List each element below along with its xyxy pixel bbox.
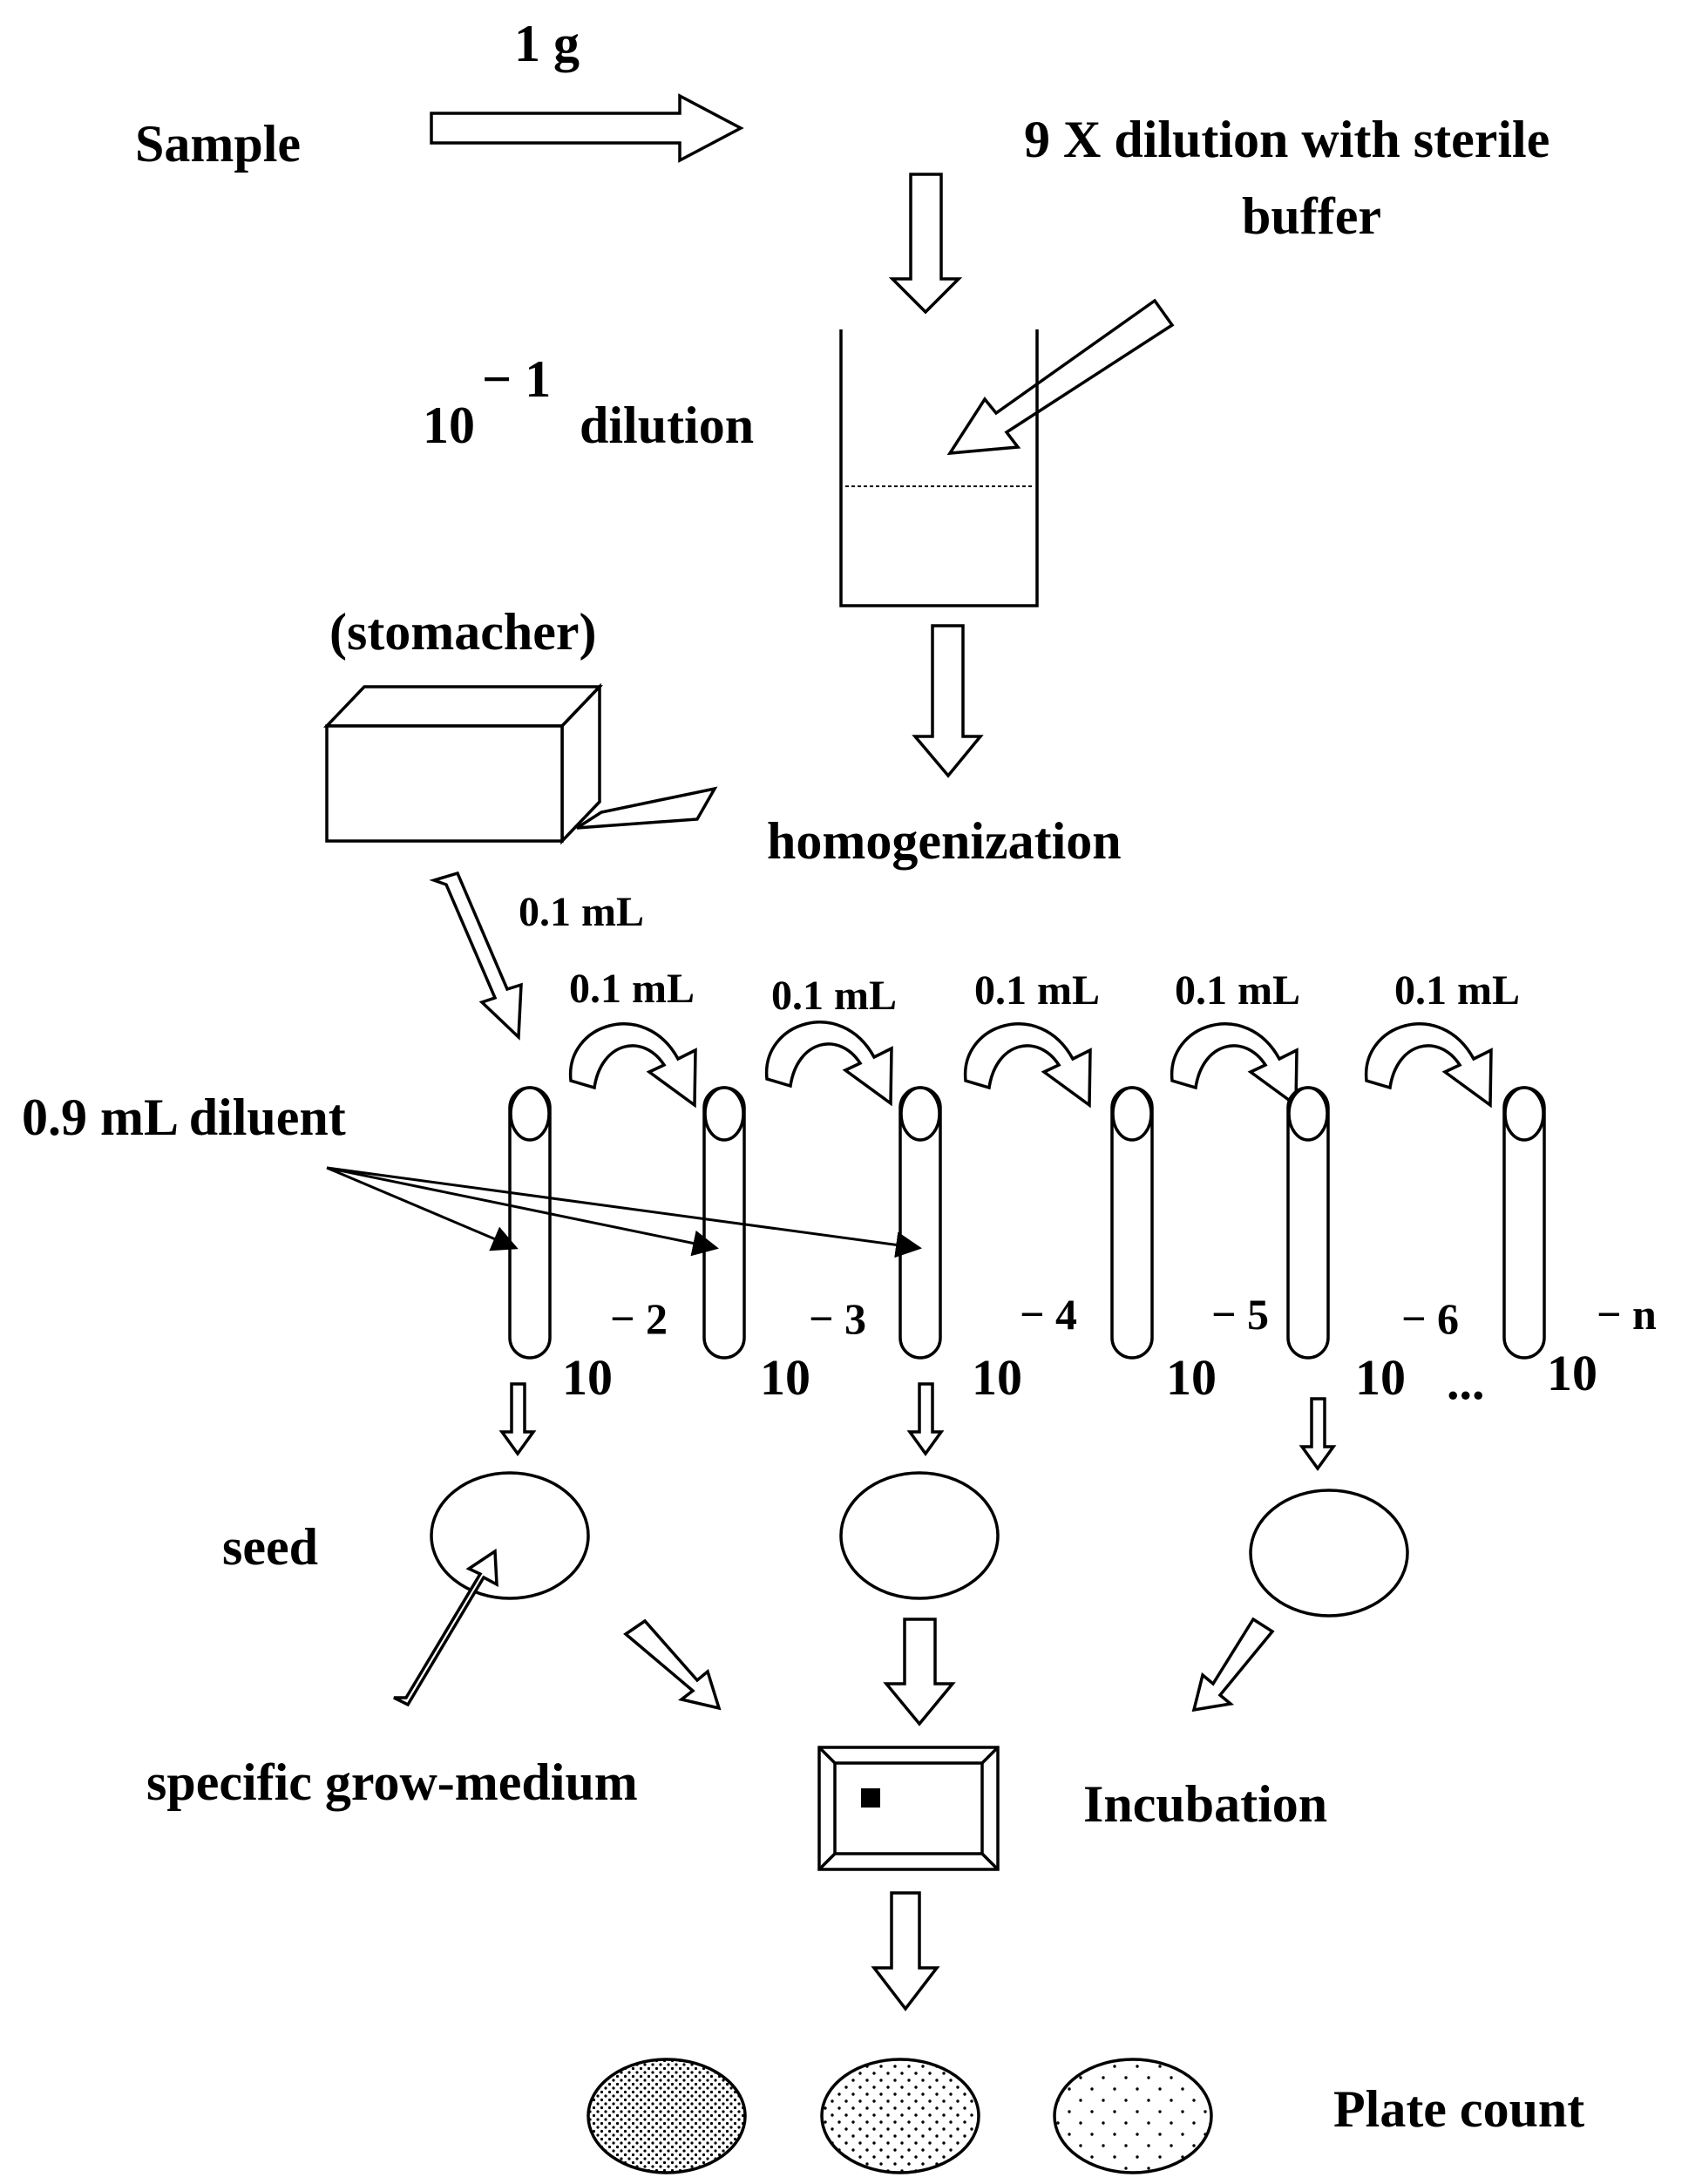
- medium-arrow: [393, 1548, 498, 1707]
- count-arrow: [871, 1891, 940, 2011]
- diluent-pointer-arrows: [326, 1166, 922, 1258]
- homogenization-down-arrow: [912, 624, 984, 778]
- diluent-label: 0.9 mL diluent: [22, 1089, 346, 1146]
- first-dilution-beaker: [839, 329, 1039, 607]
- transfer-label-4: 0.1 mL: [1175, 967, 1300, 1014]
- seed-label: seed: [222, 1518, 318, 1576]
- test-tube-1: [508, 1086, 552, 1360]
- dilution-label-2: 10 − 2: [562, 1294, 668, 1406]
- dilution-label-6-exponent: − 6: [1401, 1294, 1459, 1343]
- count-plate-sparse: [1053, 2058, 1213, 2174]
- transfer-label-1: 0.1 mL: [569, 966, 695, 1012]
- dilution-label-6-base: 10: [1355, 1349, 1406, 1406]
- dilution-label-2-exponent: − 2: [610, 1294, 668, 1343]
- test-tube-3: [898, 1086, 942, 1360]
- transfer-arrow-5: [1365, 1022, 1493, 1109]
- dilution-label-5: 10 − 5: [1166, 1290, 1269, 1406]
- dilution-label-n-base: 10: [1547, 1345, 1597, 1401]
- buffer-diagonal-arrow: [946, 298, 1175, 456]
- seed-arrow-3: [1299, 1397, 1337, 1471]
- initial-transfer-label: 0.1 mL: [519, 889, 644, 935]
- first-dilution-base: 10: [423, 397, 475, 454]
- plate-count-label: Plate count: [1333, 2080, 1584, 2138]
- incubation-label: Incubation: [1083, 1775, 1327, 1833]
- sample-label: Sample: [135, 115, 301, 173]
- incubation-arrow-center: [883, 1618, 956, 1726]
- seed-plate-2: [839, 1471, 1000, 1600]
- transfer-label-5: 0.1 mL: [1394, 967, 1520, 1014]
- specific-medium-label: specific grow-medium: [146, 1753, 638, 1811]
- dilution-label-5-exponent: − 5: [1211, 1290, 1269, 1339]
- transfer-arrow-4: [1170, 1022, 1299, 1109]
- sample-arrow: [430, 93, 744, 163]
- dilution-label-4-exponent: − 4: [1020, 1290, 1077, 1339]
- test-tube-5: [1286, 1086, 1330, 1360]
- dilution-label-4: 10 − 4: [972, 1290, 1077, 1406]
- transfer-arrow-3: [964, 1022, 1092, 1109]
- count-plate-dense: [587, 2058, 747, 2174]
- homogenization-label: homogenization: [767, 812, 1122, 870]
- stomacher-to-tube-arrow: [429, 871, 523, 1041]
- buffer-label: buffer: [1242, 187, 1381, 245]
- stomacher-label: (stomacher): [329, 603, 597, 661]
- seed-plate-1: [430, 1471, 590, 1600]
- dilution-label-n-exponent: − n: [1597, 1290, 1657, 1339]
- dilution-label-2-base: 10: [562, 1349, 613, 1406]
- dilution-ellipsis: ...: [1447, 1353, 1485, 1410]
- dilution-label-3-exponent: − 3: [809, 1294, 866, 1343]
- first-dilution-word: dilution: [580, 397, 754, 454]
- test-tube-4: [1110, 1086, 1154, 1360]
- stomacher-box: [322, 682, 718, 845]
- transfer-arrow-1: [569, 1022, 697, 1109]
- incubation-plate: [817, 1746, 1000, 1871]
- incubation-arrow-left: [623, 1618, 722, 1711]
- seed-arrow-2: [906, 1382, 945, 1456]
- sample-mass-label: 1 g: [514, 15, 580, 72]
- transfer-arrow-2: [765, 1021, 893, 1107]
- first-dilution-exponent: − 1: [482, 350, 551, 408]
- dilution-label-3: 10 − 3: [760, 1294, 866, 1406]
- count-plate-medium: [820, 2058, 980, 2174]
- seed-arrow-1: [498, 1382, 537, 1456]
- dilution-label-4-base: 10: [972, 1349, 1022, 1406]
- dilution-label-5-base: 10: [1166, 1349, 1217, 1406]
- incubation-arrow-right: [1191, 1617, 1275, 1713]
- transfer-label-3: 0.1 mL: [974, 967, 1100, 1014]
- sample-down-arrow: [888, 173, 963, 315]
- dilution-label-6: 10 − 6: [1355, 1294, 1459, 1406]
- colony-marker: [861, 1788, 880, 1808]
- seed-plate-3: [1249, 1489, 1409, 1618]
- dilution-label-n: 10 − n: [1547, 1290, 1657, 1401]
- dilution-buffer-label: 9 X dilution with sterile: [1024, 111, 1549, 168]
- test-tube-6: [1502, 1086, 1546, 1360]
- dilution-label-3-base: 10: [760, 1349, 810, 1406]
- transfer-label-2: 0.1 mL: [771, 973, 897, 1019]
